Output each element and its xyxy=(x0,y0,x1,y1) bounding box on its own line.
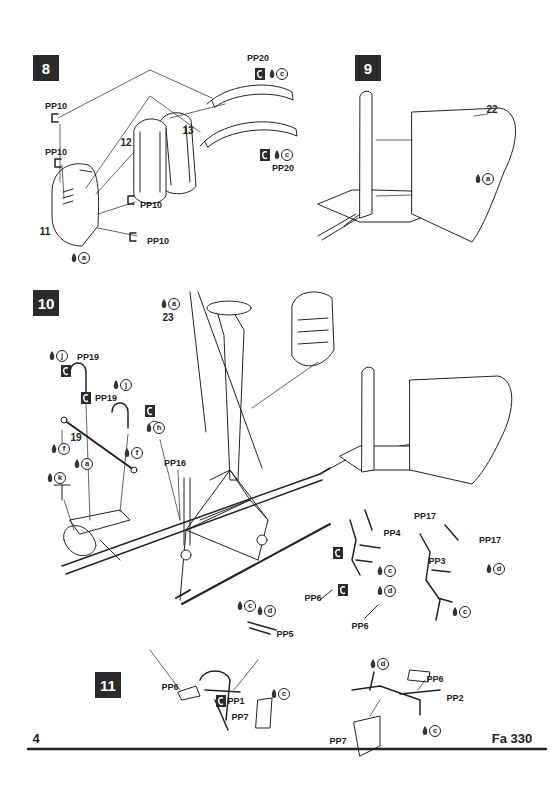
paint-code: d xyxy=(264,605,276,617)
paint-drop-icon xyxy=(423,726,428,735)
paint-code: c xyxy=(278,688,290,700)
paint-code: a xyxy=(81,458,93,470)
paint-drop-icon xyxy=(476,174,481,183)
step-number-box: 8 xyxy=(33,55,59,81)
glue-icon xyxy=(61,365,71,377)
part-number: 13 xyxy=(182,126,193,136)
part-number: PP17 xyxy=(414,512,436,521)
part-number: PP6 xyxy=(426,675,443,684)
part-number: PP7 xyxy=(329,737,346,746)
paint-drop-icon xyxy=(487,564,492,573)
glue-icon xyxy=(145,405,155,417)
paint-code: h xyxy=(153,422,165,434)
part-number: PP1 xyxy=(227,697,244,706)
paint-drop-icon xyxy=(147,423,152,432)
paint-drop-icon xyxy=(453,607,458,616)
paint-drop-icon xyxy=(125,448,130,457)
part-number: 12 xyxy=(120,138,131,148)
part-number: PP17 xyxy=(479,536,501,545)
paint-drop-icon xyxy=(272,689,277,698)
part-number: PP10 xyxy=(45,102,67,111)
page-footer: Fa 330 xyxy=(492,732,532,745)
part-number: PP19 xyxy=(95,394,117,403)
glue-icon xyxy=(255,68,265,80)
part-number: 22 xyxy=(486,105,497,115)
paint-drop-icon xyxy=(258,606,263,615)
part-number: PP5 xyxy=(276,630,293,639)
paint-drop-icon xyxy=(52,444,57,453)
part-number: PP16 xyxy=(164,459,186,468)
paint-code: c xyxy=(429,725,441,737)
part-number: PP7 xyxy=(231,713,248,722)
step-number: 11 xyxy=(100,678,116,693)
part-number: PP10 xyxy=(147,237,169,246)
part-number: PP6 xyxy=(161,683,178,692)
paint-drop-icon xyxy=(48,473,53,482)
paint-drop-icon xyxy=(75,459,80,468)
part-number: PP6 xyxy=(304,594,321,603)
part-number: PP4 xyxy=(383,529,400,538)
part-number: PP20 xyxy=(272,164,294,173)
paint-code: f xyxy=(58,443,70,455)
paint-code: k xyxy=(54,472,66,484)
step-number: 10 xyxy=(38,296,55,311)
step-9-tail xyxy=(318,91,516,242)
part-number: PP10 xyxy=(45,148,67,157)
paint-drop-icon xyxy=(378,586,383,595)
glue-icon xyxy=(333,547,343,559)
paint-drop-icon xyxy=(114,380,119,389)
paint-code: j xyxy=(56,350,68,362)
part-number: PP19 xyxy=(77,353,99,362)
step-number-box: 11 xyxy=(95,672,121,698)
paint-code: c xyxy=(244,600,256,612)
part-number: PP20 xyxy=(247,54,269,63)
paint-drop-icon xyxy=(371,659,376,668)
paint-code: c xyxy=(384,565,396,577)
step-8-parts xyxy=(52,70,297,246)
step-number-box: 10 xyxy=(33,290,59,316)
glue-icon xyxy=(81,392,91,404)
part-number: PP6 xyxy=(351,622,368,631)
paint-drop-icon xyxy=(50,351,55,360)
step-number: 8 xyxy=(42,61,50,76)
glue-icon xyxy=(338,584,348,596)
footer-rule xyxy=(28,748,546,751)
paint-code: j xyxy=(120,379,132,391)
paint-code: a xyxy=(482,173,494,185)
paint-code: d xyxy=(384,585,396,597)
paint-code: c xyxy=(276,68,288,80)
paint-code: a xyxy=(78,252,90,264)
paint-code: f xyxy=(131,447,143,459)
glue-icon xyxy=(260,149,270,161)
part-number: 11 xyxy=(40,227,51,237)
paint-code: d xyxy=(377,658,389,670)
paint-drop-icon xyxy=(238,601,243,610)
part-number: 19 xyxy=(70,433,81,443)
part-number: PP2 xyxy=(446,694,463,703)
paint-drop-icon xyxy=(162,299,167,308)
paint-drop-icon xyxy=(378,566,383,575)
paint-code: a xyxy=(168,298,180,310)
step-10-airframe xyxy=(54,292,512,620)
paint-drop-icon xyxy=(270,69,275,78)
paint-code: c xyxy=(459,606,471,618)
glue-icon xyxy=(216,695,226,707)
page-footer: 4 xyxy=(32,732,39,745)
paint-drop-icon xyxy=(275,150,280,159)
paint-code: c xyxy=(281,149,293,161)
step-number-box: 9 xyxy=(355,55,381,81)
part-number: PP10 xyxy=(140,201,162,210)
step-number: 9 xyxy=(364,61,372,76)
part-number: 23 xyxy=(162,313,173,323)
paint-drop-icon xyxy=(72,253,77,262)
paint-code: d xyxy=(493,563,505,575)
part-number: PP3 xyxy=(428,557,445,566)
step-11-parts xyxy=(150,622,440,756)
